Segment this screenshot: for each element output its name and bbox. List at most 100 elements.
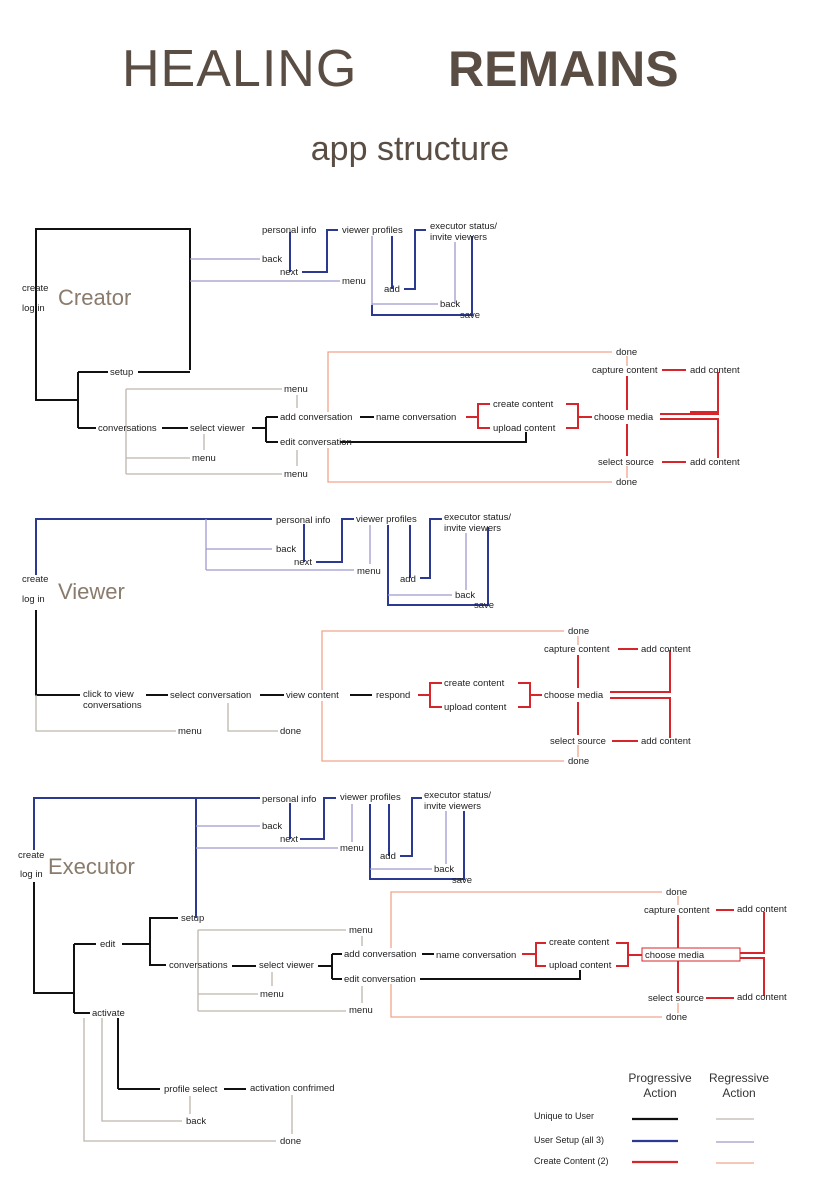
executor-personal-info[interactable]: personal info xyxy=(262,794,316,805)
executor-outer-bottom xyxy=(33,882,74,994)
executor-next[interactable]: next xyxy=(280,834,298,845)
viewer-menu-line xyxy=(35,695,176,732)
viewer-viewer-profiles[interactable]: viewer profiles xyxy=(356,514,417,525)
executor-menu-3[interactable]: menu xyxy=(260,989,284,1000)
executor-profile-select[interactable]: profile select xyxy=(164,1084,218,1095)
executor-menu-1[interactable]: menu xyxy=(340,843,364,854)
viewer-menu-1[interactable]: menu xyxy=(357,566,381,577)
executor-done-1[interactable]: done xyxy=(666,887,687,898)
viewer-select-source[interactable]: select source xyxy=(550,736,606,747)
creator-personal-info[interactable]: personal info xyxy=(262,225,316,236)
viewer-conversations[interactable]: conversations xyxy=(83,700,142,711)
executor-activation-confirmed[interactable]: activation confrimed xyxy=(250,1083,334,1094)
creator-add[interactable]: add xyxy=(384,284,400,295)
executor-add-content-2[interactable]: add content xyxy=(737,992,787,1003)
executor-bracket-right xyxy=(616,942,629,967)
viewer-done-2[interactable]: done xyxy=(568,756,589,767)
executor-done-2[interactable]: done xyxy=(666,1012,687,1023)
creator-back-2[interactable]: back xyxy=(440,299,460,310)
viewer-select-conversation[interactable]: select conversation xyxy=(170,690,251,701)
creator-edit-conversation[interactable]: edit conversation xyxy=(280,437,352,448)
executor-menu-2[interactable]: menu xyxy=(349,925,373,936)
executor-upload-content[interactable]: upload content xyxy=(549,960,612,971)
creator-setup[interactable]: setup xyxy=(110,367,133,378)
creator-select-viewer[interactable]: select viewer xyxy=(190,423,245,434)
viewer-menu-2[interactable]: menu xyxy=(178,726,202,737)
viewer-capture-content[interactable]: capture content xyxy=(544,644,610,655)
executor-edit[interactable]: edit xyxy=(100,939,116,950)
creator-create-content[interactable]: create content xyxy=(493,399,554,410)
executor-conversations[interactable]: conversations xyxy=(169,960,228,971)
executor-choose-to-add-top xyxy=(740,912,765,954)
executor-setup[interactable]: setup xyxy=(181,913,204,924)
creator-select-source[interactable]: select source xyxy=(598,457,654,468)
viewer-respond[interactable]: respond xyxy=(376,690,410,701)
executor-add-conversation[interactable]: add conversation xyxy=(344,949,416,960)
executor-back-1[interactable]: back xyxy=(262,821,282,832)
executor-create-content[interactable]: create content xyxy=(549,937,610,948)
executor-activate[interactable]: activate xyxy=(92,1008,125,1019)
viewer-create-content[interactable]: create content xyxy=(444,678,505,689)
executor-invite-viewers[interactable]: invite viewers xyxy=(424,801,481,812)
creator-add-content-1[interactable]: add content xyxy=(690,365,740,376)
creator-capture-content[interactable]: capture content xyxy=(592,365,658,376)
executor-capture-content[interactable]: capture content xyxy=(644,905,710,916)
creator-save[interactable]: save xyxy=(460,310,480,321)
creator-choose-media[interactable]: choose media xyxy=(594,412,654,423)
executor-executor-status[interactable]: executor status/ xyxy=(424,790,491,801)
viewer-click-to-view[interactable]: click to view xyxy=(83,689,134,700)
legend-regressive-line2: Action xyxy=(722,1086,755,1100)
executor-done-3[interactable]: done xyxy=(280,1136,301,1147)
viewer-upload-content[interactable]: upload content xyxy=(444,702,507,713)
executor-connectors xyxy=(33,797,765,1142)
viewer-done-3[interactable]: done xyxy=(280,726,301,737)
creator-add-conversation[interactable]: add conversation xyxy=(280,412,352,423)
viewer-view-content[interactable]: view content xyxy=(286,690,339,701)
viewer-add-content-1[interactable]: add content xyxy=(641,644,691,655)
viewer-next[interactable]: next xyxy=(294,557,312,568)
creator-connectors xyxy=(35,228,719,483)
executor-back-3-line xyxy=(101,1018,182,1122)
executor-next-to-profiles xyxy=(300,797,336,840)
viewer-add-content-2[interactable]: add content xyxy=(641,736,691,747)
creator-menu-3[interactable]: menu xyxy=(192,453,216,464)
executor-save[interactable]: save xyxy=(452,875,472,886)
viewer-invite-viewers[interactable]: invite viewers xyxy=(444,523,501,534)
creator-conversations[interactable]: conversations xyxy=(98,423,157,434)
creator-done2-line xyxy=(327,448,612,483)
creator-back-1[interactable]: back xyxy=(262,254,282,265)
executor-back-3[interactable]: back xyxy=(186,1116,206,1127)
creator-invite-viewers[interactable]: invite viewers xyxy=(430,232,487,243)
title-light: HEALING xyxy=(122,40,357,98)
executor-back-2[interactable]: back xyxy=(434,864,454,875)
executor-menu-4[interactable]: menu xyxy=(349,1005,373,1016)
viewer-back-1[interactable]: back xyxy=(276,544,296,555)
creator-viewer-profiles[interactable]: viewer profiles xyxy=(342,225,403,236)
executor-choose-media[interactable]: choose media xyxy=(645,950,705,961)
executor-edit-conversation[interactable]: edit conversation xyxy=(344,974,416,985)
creator-executor-status[interactable]: executor status/ xyxy=(430,221,497,232)
executor-add-content-1[interactable]: add content xyxy=(737,904,787,915)
executor-name-conversation[interactable]: name conversation xyxy=(436,950,516,961)
creator-add-content-2[interactable]: add content xyxy=(690,457,740,468)
creator-done-2[interactable]: done xyxy=(616,477,637,488)
creator-menu-2[interactable]: menu xyxy=(284,384,308,395)
executor-select-source[interactable]: select source xyxy=(648,993,704,1004)
viewer-add[interactable]: add xyxy=(400,574,416,585)
viewer-back-2[interactable]: back xyxy=(455,590,475,601)
creator-next[interactable]: next xyxy=(280,267,298,278)
viewer-executor-status[interactable]: executor status/ xyxy=(444,512,511,523)
creator-name-conversation[interactable]: name conversation xyxy=(376,412,456,423)
title-bold: REMAINS xyxy=(448,41,679,97)
creator-upload-content[interactable]: upload content xyxy=(493,423,556,434)
executor-add[interactable]: add xyxy=(380,851,396,862)
creator-menu-1[interactable]: menu xyxy=(342,276,366,287)
viewer-choose-media[interactable]: choose media xyxy=(544,690,604,701)
executor-viewer-profiles[interactable]: viewer profiles xyxy=(340,792,401,803)
creator-menu-4[interactable]: menu xyxy=(284,469,308,480)
viewer-personal-info[interactable]: personal info xyxy=(276,515,330,526)
viewer-save[interactable]: save xyxy=(474,600,494,611)
executor-select-viewer[interactable]: select viewer xyxy=(259,960,314,971)
creator-done-1[interactable]: done xyxy=(616,347,637,358)
viewer-done-1[interactable]: done xyxy=(568,626,589,637)
